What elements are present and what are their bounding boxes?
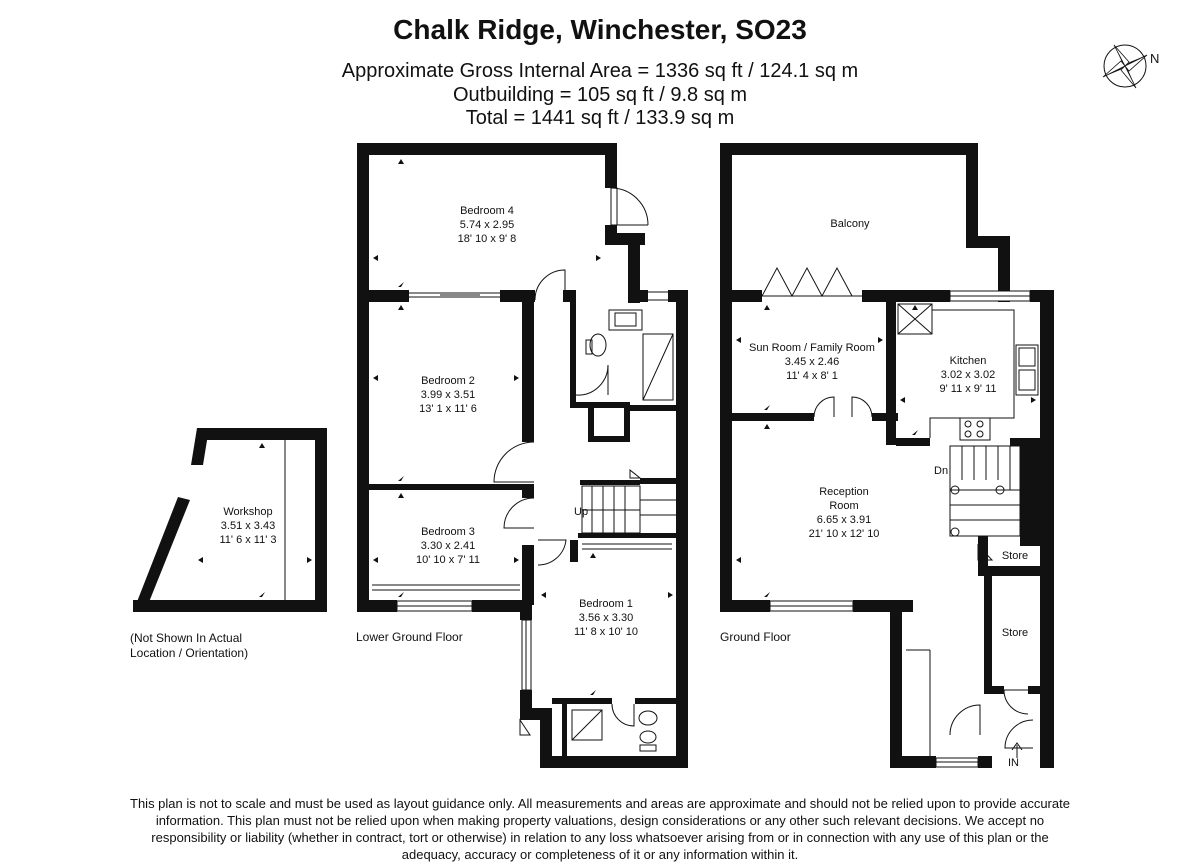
compass-north-label: N <box>1150 51 1159 66</box>
gross-area-line: Approximate Gross Internal Area = 1336 s… <box>341 60 859 82</box>
plan-title: Chalk Ridge, Winchester, SO23 <box>393 14 807 45</box>
compass-icon <box>1102 44 1148 89</box>
disclaimer-text: This plan is not to scale and must be us… <box>130 796 1070 862</box>
bedroom4-imperial: 18' 10 x 9' 8 <box>458 233 517 245</box>
lower-ground-floor-label: Lower Ground Floor <box>356 630 463 644</box>
bedroom2-name: Bedroom 2 <box>421 375 475 387</box>
reception-name-2: Room <box>829 500 858 512</box>
outbuilding-note-line2: Location / Orientation) <box>130 646 248 660</box>
kitchen-metric: 3.02 x 3.02 <box>941 369 995 381</box>
outbuilding-note-line1: (Not Shown In Actual <box>130 631 242 645</box>
ground-floor-label: Ground Floor <box>720 630 791 644</box>
entrance-label: IN <box>1008 757 1019 769</box>
stairs-down-label: Dn <box>934 465 948 477</box>
bedroom2-imperial: 13' 1 x 11' 6 <box>419 403 477 415</box>
bedroom3-metric: 3.30 x 2.41 <box>421 540 475 552</box>
workshop-walls <box>133 428 327 612</box>
reception-imperial: 21' 10 x 12' 10 <box>809 528 880 540</box>
total-area-line: Total = 1441 sq ft / 133.9 sq m <box>465 107 735 129</box>
bedroom3-imperial: 10' 10 x 7' 11 <box>416 554 480 566</box>
kitchen-name: Kitchen <box>950 355 987 367</box>
bedroom2-metric: 3.99 x 3.51 <box>421 389 475 401</box>
bedroom1-imperial: 11' 8 x 10' 10 <box>574 626 638 638</box>
bedroom1-name: Bedroom 1 <box>579 598 633 610</box>
dimension-markers <box>198 159 1037 695</box>
reception-name: Reception <box>819 486 869 498</box>
sunroom-metric: 3.45 x 2.46 <box>785 356 839 368</box>
ground-floor-walls <box>720 143 1054 768</box>
lower-ground-floor-walls <box>357 143 688 768</box>
lower-ground-floor-fixtures <box>372 187 676 752</box>
bedroom1-metric: 3.56 x 3.30 <box>579 612 633 624</box>
stairs-up-label: Up <box>574 506 588 518</box>
workshop-metric: 3.51 x 3.43 <box>221 520 275 532</box>
sunroom-imperial: 11' 4 x 8' 1 <box>786 370 838 382</box>
sunroom-name: Sun Room / Family Room <box>749 342 875 354</box>
workshop-imperial: 11' 6 x 11' 3 <box>220 534 277 546</box>
ground-floor-fixtures <box>761 266 1039 768</box>
store-1-name: Store <box>1002 550 1028 562</box>
balcony-name: Balcony <box>830 218 870 230</box>
store-2-name: Store <box>1002 627 1028 639</box>
kitchen-imperial: 9' 11 x 9' 11 <box>940 383 997 395</box>
outbuilding-area-line: Outbuilding = 105 sq ft / 9.8 sq m <box>452 84 748 106</box>
bedroom3-name: Bedroom 3 <box>421 526 475 538</box>
bedroom4-metric: 5.74 x 2.95 <box>460 219 514 231</box>
workshop-name: Workshop <box>223 506 272 518</box>
reception-metric: 6.65 x 3.91 <box>817 514 871 526</box>
bedroom4-name: Bedroom 4 <box>460 205 514 217</box>
